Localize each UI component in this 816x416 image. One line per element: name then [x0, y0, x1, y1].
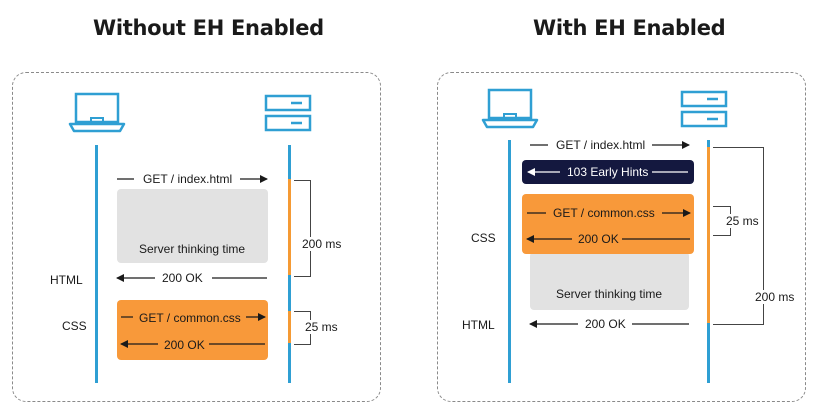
css-200-ok-label: 200 OK — [164, 338, 205, 352]
left-panel — [12, 72, 381, 402]
get-index-label: GET / index.html — [143, 172, 233, 186]
duration-200-label: 200 ms — [300, 237, 344, 251]
server-thinking-label: Server thinking time — [556, 287, 663, 301]
server-icon — [680, 90, 728, 128]
get-common-css-label: GET / common.css — [553, 206, 655, 220]
css-request-box — [117, 300, 268, 360]
get-common-css-label: GET / common.css — [139, 311, 241, 325]
html-label: HTML — [50, 273, 83, 287]
css-label: CSS — [62, 319, 87, 333]
css-request-box — [522, 194, 694, 254]
duration-25-label: 25 ms — [724, 214, 761, 228]
css-200-ok-label: 200 OK — [578, 232, 619, 246]
css-processing-segment — [288, 311, 291, 343]
laptop-icon — [481, 88, 539, 129]
html-label: HTML — [462, 318, 495, 332]
laptop-icon — [68, 92, 126, 133]
duration-25-label: 25 ms — [303, 320, 340, 334]
css-label: CSS — [471, 231, 496, 245]
server-processing-segment — [288, 179, 291, 275]
html-200-ok-label: 200 OK — [162, 271, 203, 285]
right-panel — [437, 72, 806, 402]
client-timeline — [508, 140, 511, 383]
server-thinking-label: Server thinking time — [139, 242, 246, 256]
early-hints-label: 103 Early Hints — [567, 165, 649, 179]
server-thinking-box — [117, 189, 268, 263]
duration-200-label: 200 ms — [753, 290, 797, 304]
html-200-ok-label: 200 OK — [585, 317, 626, 331]
server-processing-segment — [707, 147, 710, 323]
duration-bracket-200 — [713, 147, 764, 325]
left-panel-title: Without EH Enabled — [93, 16, 324, 40]
server-icon — [264, 94, 312, 132]
client-timeline — [95, 145, 98, 383]
right-arrows — [526, 141, 691, 328]
duration-bracket-200 — [294, 180, 311, 277]
right-panel-title: With EH Enabled — [533, 16, 726, 40]
get-index-label: GET / index.html — [556, 138, 646, 152]
left-arrows — [116, 175, 268, 348]
server-thinking-box — [530, 252, 689, 310]
